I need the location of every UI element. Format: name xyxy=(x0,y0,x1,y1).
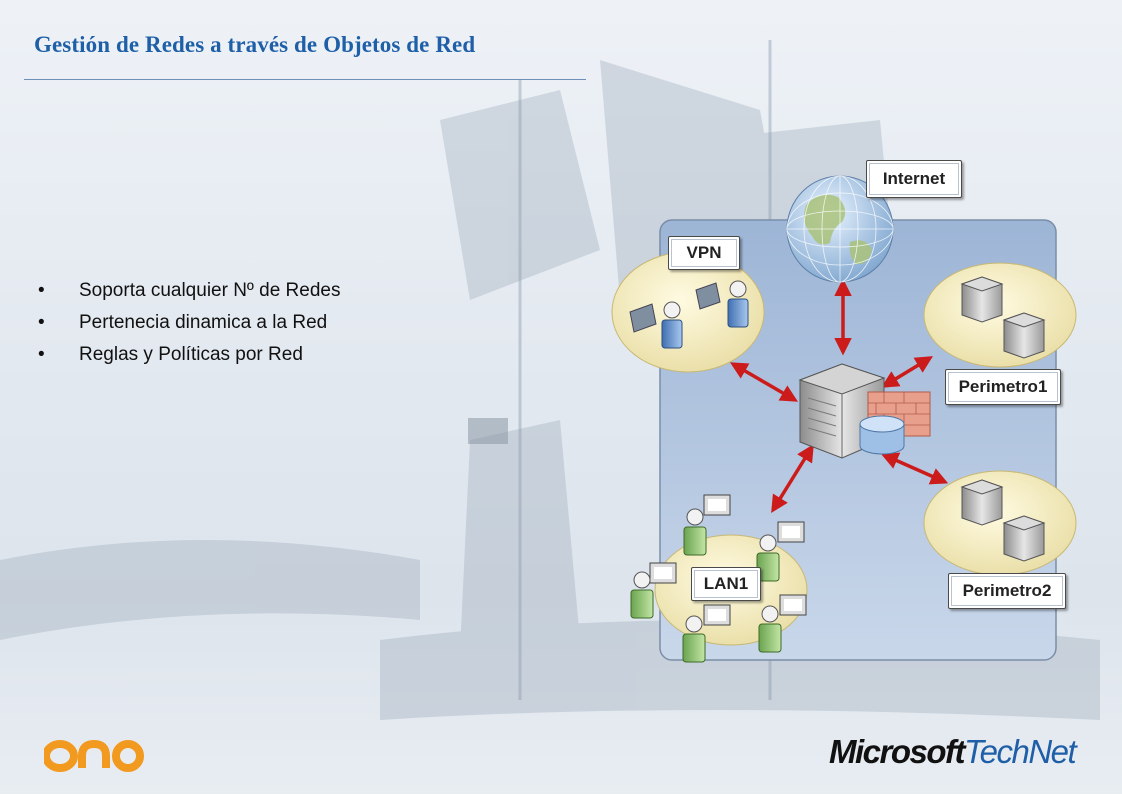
bullet-dot: • xyxy=(38,312,45,333)
bullet-item: • Pertenecia dinamica a la Red xyxy=(36,310,340,342)
arrow-lan1 xyxy=(771,444,814,513)
label-lan1: LAN1 xyxy=(691,567,761,601)
lan-user-icon xyxy=(630,562,677,619)
network-diagram-svg xyxy=(611,175,1077,663)
technet-wordmark: TechNet xyxy=(964,733,1077,770)
lan-user-icon xyxy=(758,594,807,653)
label-perimetro1: Perimetro1 xyxy=(945,369,1061,405)
lan-user-icon xyxy=(683,494,731,556)
title-divider xyxy=(24,79,586,80)
server-icon xyxy=(1002,515,1046,562)
bullet-dot: • xyxy=(38,344,45,365)
microsoft-technet-logo: MicrosoftTechNet xyxy=(829,733,1077,771)
slide-title: Gestión de Redes a través de Objetos de … xyxy=(34,32,476,57)
arrow-vpn xyxy=(729,362,799,402)
server-icon xyxy=(960,479,1004,526)
bullet-text: Reglas y Políticas por Red xyxy=(79,344,303,365)
server-icon xyxy=(960,276,1004,323)
vpn-user-icon xyxy=(629,301,683,349)
connection-arrows xyxy=(729,278,949,513)
database-icon xyxy=(859,415,905,455)
bullet-text: Soporta cualquier Nº de Redes xyxy=(79,280,341,301)
bullet-item: • Reglas y Políticas por Red xyxy=(36,342,340,374)
bullet-dot: • xyxy=(38,280,45,301)
arrow-perimetro2 xyxy=(880,452,949,485)
lan-user-icon xyxy=(756,521,805,582)
bullet-item: • Soporta cualquier Nº de Redes xyxy=(36,278,340,310)
ono-logo xyxy=(44,739,144,772)
bullet-text: Pertenecia dinamica a la Red xyxy=(79,312,328,333)
network-diagram: Internet VPN Perimetro1 Perimetro2 LAN1 xyxy=(600,150,1100,670)
lan-user-icon xyxy=(682,604,731,663)
server-icon xyxy=(1002,312,1046,359)
label-vpn: VPN xyxy=(668,236,740,270)
microsoft-wordmark: Microsoft xyxy=(829,733,966,770)
vpn-user-icon xyxy=(695,280,749,328)
label-internet: Internet xyxy=(866,160,962,198)
globe-icon xyxy=(786,175,894,283)
arrow-perimetro1 xyxy=(881,356,933,388)
label-perimetro2: Perimetro2 xyxy=(948,573,1066,609)
bullet-list: • Soporta cualquier Nº de Redes • Pertenec… xyxy=(36,278,340,374)
